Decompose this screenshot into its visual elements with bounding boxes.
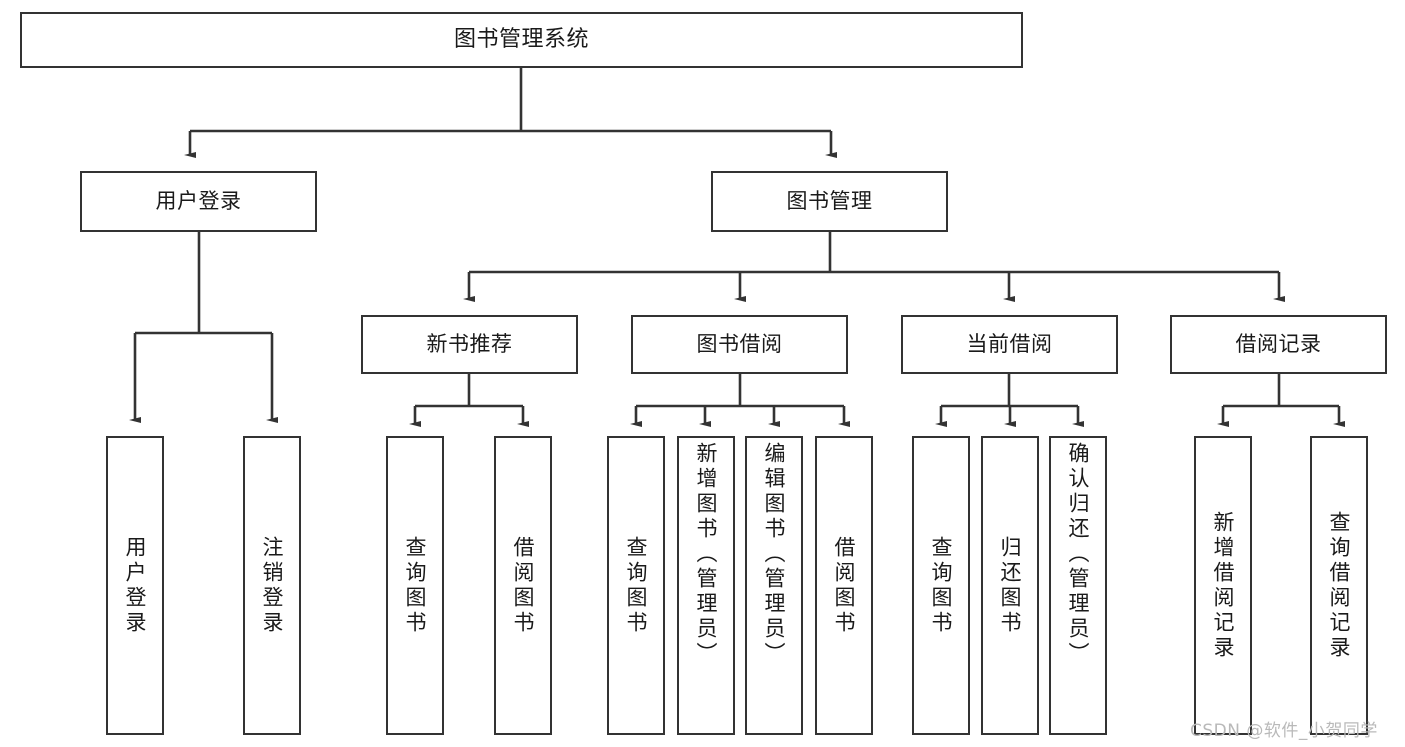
node-leaf-return-book[interactable]: 归还图书	[981, 436, 1039, 735]
node-leaf-borrow-book-2-label: 借阅图书	[832, 535, 857, 636]
node-leaf-query-book-2[interactable]: 查询图书	[607, 436, 665, 735]
node-leaf-user-login[interactable]: 用户登录	[106, 436, 164, 735]
node-leaf-add-book-label: 新增图书（管理员）	[694, 442, 719, 667]
node-user-login[interactable]: 用户登录	[80, 171, 317, 232]
node-leaf-borrow-book-1-label: 借阅图书	[511, 535, 536, 636]
watermark: CSDN @软件_小贺同学	[1190, 721, 1378, 741]
node-root[interactable]: 图书管理系统	[20, 12, 1023, 68]
node-new-book-recommend-label: 新书推荐	[426, 332, 513, 357]
node-leaf-query-record[interactable]: 查询借阅记录	[1310, 436, 1368, 735]
node-book-borrow-label: 图书借阅	[696, 332, 783, 357]
node-leaf-query-book-1[interactable]: 查询图书	[386, 436, 444, 735]
node-leaf-return-book-label: 归还图书	[998, 535, 1023, 636]
node-leaf-query-book-3-label: 查询图书	[929, 535, 954, 636]
node-leaf-borrow-book-1[interactable]: 借阅图书	[494, 436, 552, 735]
node-leaf-query-book-1-label: 查询图书	[403, 535, 428, 636]
node-user-login-label: 用户登录	[155, 189, 242, 214]
node-book-borrow[interactable]: 图书借阅	[631, 315, 848, 374]
node-leaf-query-book-3[interactable]: 查询图书	[912, 436, 970, 735]
node-leaf-query-book-2-label: 查询图书	[624, 535, 649, 636]
node-current-borrow[interactable]: 当前借阅	[901, 315, 1118, 374]
node-leaf-confirm-return-label: 确认归还（管理员）	[1066, 442, 1091, 667]
node-leaf-logout-login-label: 注销登录	[260, 535, 285, 636]
node-leaf-query-record-label: 查询借阅记录	[1327, 510, 1352, 661]
node-leaf-add-record-label: 新增借阅记录	[1211, 510, 1236, 661]
node-book-manage[interactable]: 图书管理	[711, 171, 948, 232]
node-leaf-borrow-book-2[interactable]: 借阅图书	[815, 436, 873, 735]
node-borrow-record[interactable]: 借阅记录	[1170, 315, 1387, 374]
node-new-book-recommend[interactable]: 新书推荐	[361, 315, 578, 374]
node-book-manage-label: 图书管理	[786, 189, 873, 214]
node-leaf-confirm-return[interactable]: 确认归还（管理员）	[1049, 436, 1107, 735]
node-leaf-edit-book[interactable]: 编辑图书（管理员）	[745, 436, 803, 735]
node-leaf-edit-book-label: 编辑图书（管理员）	[762, 442, 787, 667]
node-leaf-user-login-label: 用户登录	[123, 535, 148, 636]
node-leaf-add-record[interactable]: 新增借阅记录	[1194, 436, 1252, 735]
node-leaf-add-book[interactable]: 新增图书（管理员）	[677, 436, 735, 735]
node-leaf-logout-login[interactable]: 注销登录	[243, 436, 301, 735]
node-borrow-record-label: 借阅记录	[1235, 332, 1322, 357]
node-root-label: 图书管理系统	[453, 27, 589, 53]
node-current-borrow-label: 当前借阅	[966, 332, 1053, 357]
